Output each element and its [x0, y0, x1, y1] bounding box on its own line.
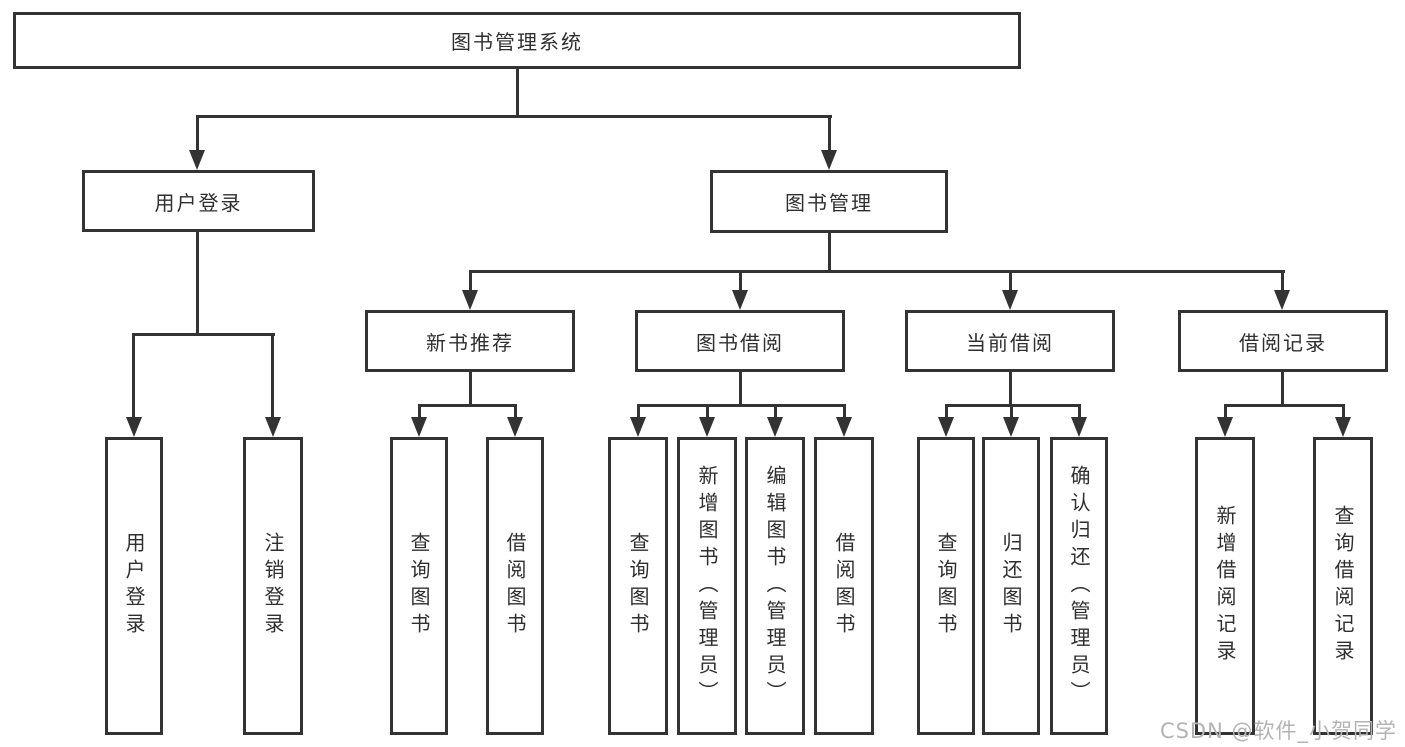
leaf-cb-return-books: 归还图书 — [982, 437, 1040, 735]
connector — [843, 404, 846, 418]
connector — [1342, 404, 1345, 418]
connector — [739, 370, 742, 407]
connector — [514, 404, 517, 418]
node-book-management: 图书管理 — [710, 170, 948, 233]
connector — [1009, 270, 1012, 292]
arrow-down-icon — [126, 417, 142, 437]
connector — [196, 230, 199, 336]
arrow-down-icon — [1002, 290, 1018, 310]
connector — [196, 115, 199, 153]
node-root: 图书管理系统 — [13, 12, 1021, 69]
leaf-br-add-record: 新增借阅记录 — [1195, 437, 1255, 735]
connector — [1078, 404, 1081, 418]
connector — [1281, 270, 1284, 292]
connector — [516, 68, 519, 118]
connector — [1224, 404, 1344, 407]
node-borrowing-records: 借阅记录 — [1178, 310, 1388, 372]
connector — [637, 404, 845, 407]
watermark-text: CSDN @软件_小贺同学 — [1159, 719, 1397, 743]
connector — [469, 270, 1285, 273]
arrow-down-icon — [699, 417, 715, 437]
connector — [418, 404, 517, 407]
arrow-down-icon — [821, 150, 837, 170]
leaf-cb-query-books: 查询图书 — [917, 437, 975, 735]
leaf-nbr-borrow-books: 借阅图书 — [486, 437, 544, 735]
leaf-bb-edit-books-admin: 编辑图书（管理员） — [745, 437, 805, 735]
leaf-logout: 注销登录 — [243, 437, 303, 735]
connector — [774, 404, 777, 418]
connector — [271, 333, 274, 419]
connector — [828, 115, 831, 153]
arrow-down-icon — [836, 417, 852, 437]
connector — [1224, 404, 1227, 418]
node-current-borrowing: 当前借阅 — [905, 310, 1115, 372]
leaf-br-query-record: 查询借阅记录 — [1313, 437, 1373, 735]
arrow-down-icon — [938, 417, 954, 437]
connector — [828, 231, 831, 273]
connector — [132, 333, 275, 336]
leaf-bb-query-books: 查询图书 — [608, 437, 668, 735]
leaf-cb-confirm-return-admin: 确认归还（管理员） — [1050, 437, 1108, 735]
arrow-down-icon — [1003, 417, 1019, 437]
connector — [1009, 370, 1012, 407]
leaf-bb-borrow-books: 借阅图书 — [814, 437, 874, 735]
connector — [469, 270, 472, 292]
connector — [1010, 404, 1013, 418]
leaf-nbr-query-books: 查询图书 — [390, 437, 448, 735]
arrow-down-icon — [1274, 290, 1290, 310]
arrow-down-icon — [507, 417, 523, 437]
connector — [1281, 370, 1284, 407]
arrow-down-icon — [767, 417, 783, 437]
connector — [945, 404, 948, 418]
connector — [637, 404, 640, 418]
node-new-book-recommend: 新书推荐 — [365, 310, 575, 372]
leaf-bb-add-books-admin: 新增图书（管理员） — [677, 437, 737, 735]
arrow-down-icon — [462, 290, 478, 310]
arrow-down-icon — [630, 417, 646, 437]
connector — [739, 270, 742, 292]
arrow-down-icon — [265, 417, 281, 437]
arrow-down-icon — [411, 417, 427, 437]
connector — [418, 404, 421, 418]
arrow-down-icon — [732, 290, 748, 310]
connector — [196, 115, 832, 118]
arrow-down-icon — [1217, 417, 1233, 437]
node-user-login: 用户登录 — [82, 170, 315, 232]
arrow-down-icon — [189, 150, 205, 170]
node-book-borrowing: 图书借阅 — [635, 310, 845, 372]
leaf-user-login: 用户登录 — [105, 437, 163, 735]
arrow-down-icon — [1071, 417, 1087, 437]
connector — [706, 404, 709, 418]
connector — [469, 370, 472, 407]
arrow-down-icon — [1335, 417, 1351, 437]
connector — [132, 333, 135, 419]
